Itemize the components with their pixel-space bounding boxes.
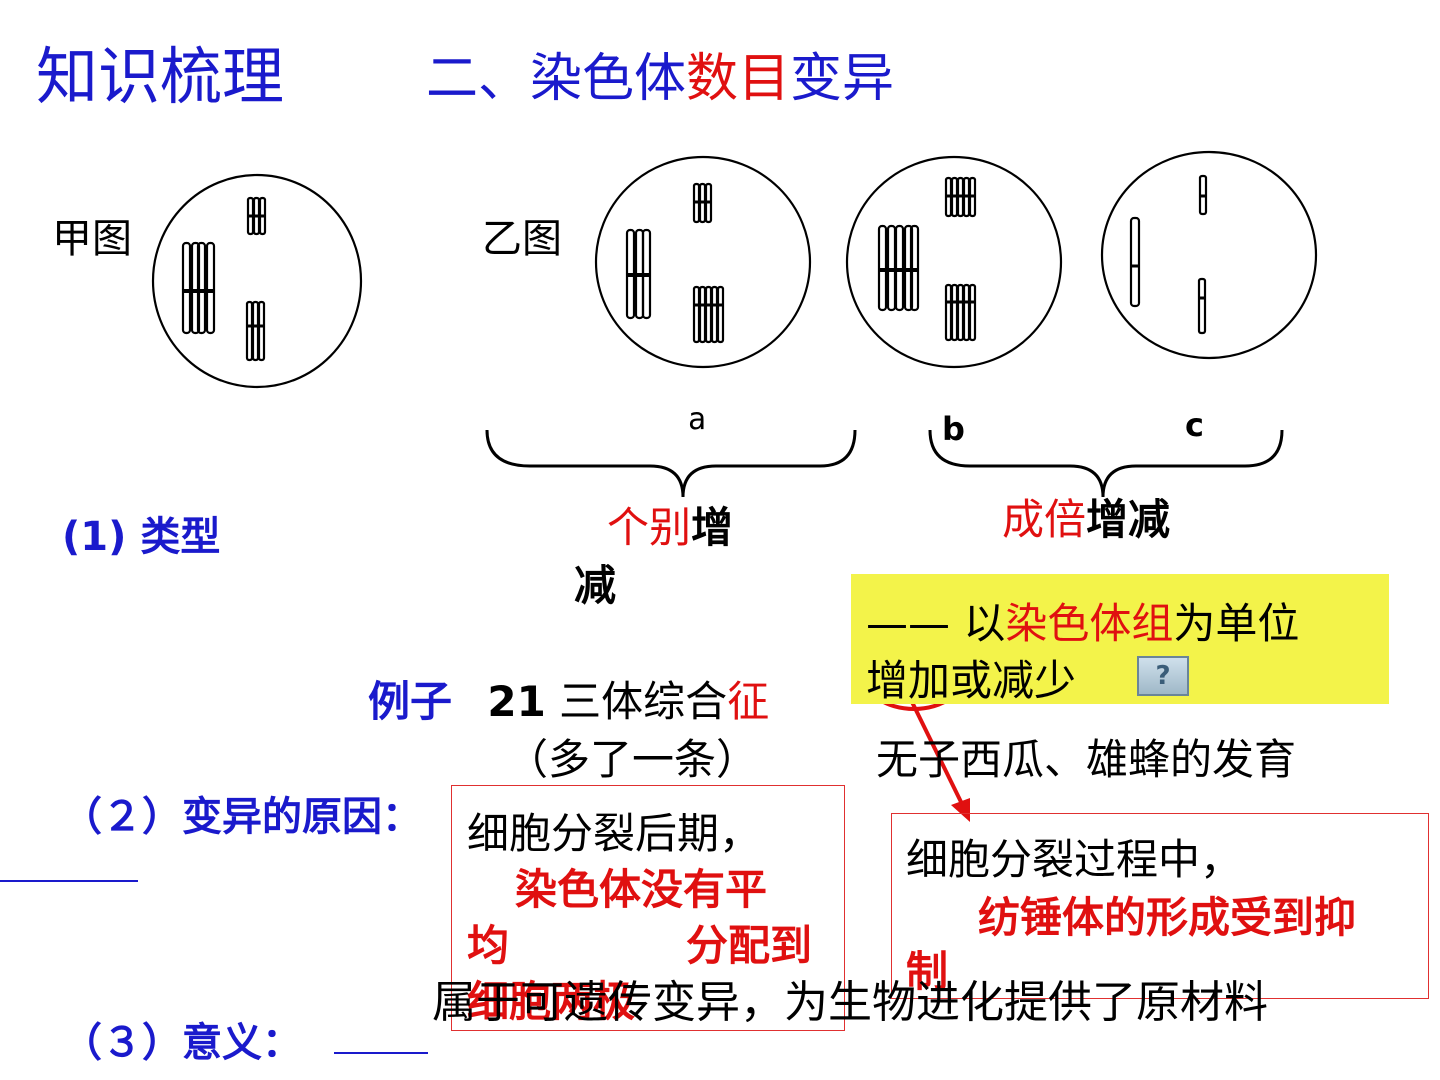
brace-multiple (928, 429, 1284, 498)
brace-individual (485, 429, 857, 498)
example-line: 例子 21 三体综合征 (368, 668, 769, 729)
section-title: 二、染色体数目变异 (426, 36, 894, 111)
type-individual: 个别增 (607, 494, 733, 555)
cell-jia (151, 173, 363, 389)
note-dash: —— 以 (866, 599, 1006, 648)
types-heading: (1) 类型 (62, 514, 221, 560)
meaning-text: 属于可遗传变异，为生物进化提供了原材料 (432, 977, 1268, 1028)
type-multiple-black: 增减 (1086, 495, 1171, 544)
note-unit: 为单位 (1173, 599, 1300, 648)
cause-box-2-line-3: 制 (906, 947, 949, 996)
note-box (851, 574, 1389, 704)
example-name: 三体综合 (545, 677, 728, 726)
cause-box-1-line-3b: 分配到 (686, 921, 813, 970)
example-detail: （多了一条） (506, 735, 759, 784)
meaning-blank-line (334, 1052, 428, 1054)
note-line-1: —— 以染色体组为单位 (866, 590, 1299, 651)
chromosomes (181, 174, 1208, 362)
cell-b (845, 155, 1063, 369)
cell-label-a: a (688, 402, 707, 437)
polyploid-example: 无子西瓜、雄蜂的发育 (876, 735, 1297, 784)
type-multiple-red: 成倍 (1002, 495, 1087, 544)
cause-box-2-line-2: 纺锤体的形成受到抑 (978, 893, 1357, 942)
example-name-red: 征 (727, 677, 770, 726)
cause-box-1 (451, 785, 845, 1031)
type-individual-red: 个别 (607, 503, 692, 552)
example-label: 例子 (368, 677, 453, 726)
note-chromosome-set: 染色体组 (1005, 599, 1174, 648)
section-title-suffix: 变异 (790, 49, 895, 109)
cause-heading: （２）变异的原因： (62, 794, 422, 840)
cause-box-2 (891, 813, 1429, 999)
annotation-arrow-head (951, 798, 970, 822)
type-multiple: 成倍增减 (1002, 486, 1170, 547)
type-individual-wrap: 减 (574, 561, 617, 610)
cell-label-c: c (1185, 406, 1204, 444)
example-number: 21 (487, 677, 546, 726)
cell-a (594, 155, 812, 369)
cause-box-1-line-2: 染色体没有平 (515, 865, 768, 914)
meaning-heading: （３）意义： (62, 1020, 302, 1066)
figure-jia-label: 甲图 (52, 216, 132, 262)
help-button[interactable]: ? (1137, 656, 1189, 696)
cell-c (1100, 150, 1318, 360)
cause-box-2-line-1: 细胞分裂过程中， (906, 835, 1243, 884)
annotation-arrow-line (910, 701, 965, 807)
section-title-prefix: 二、染色体 (426, 49, 687, 109)
cause-box-1-line-1: 细胞分裂后期， (467, 809, 762, 858)
cause-blank-line (0, 880, 138, 882)
cause-box-1-line-3a: 均 (467, 921, 510, 970)
figure-yi-label: 乙图 (482, 216, 562, 262)
cell-label-b: b (942, 410, 965, 448)
page-title: 知识梳理 (36, 40, 285, 113)
type-individual-black: 增 (691, 503, 734, 552)
note-line-2: 增加或减少 (866, 656, 1077, 705)
cause-box-1-line-4: 细胞两极 (467, 977, 636, 1026)
section-title-emphasis: 数目 (686, 49, 791, 109)
